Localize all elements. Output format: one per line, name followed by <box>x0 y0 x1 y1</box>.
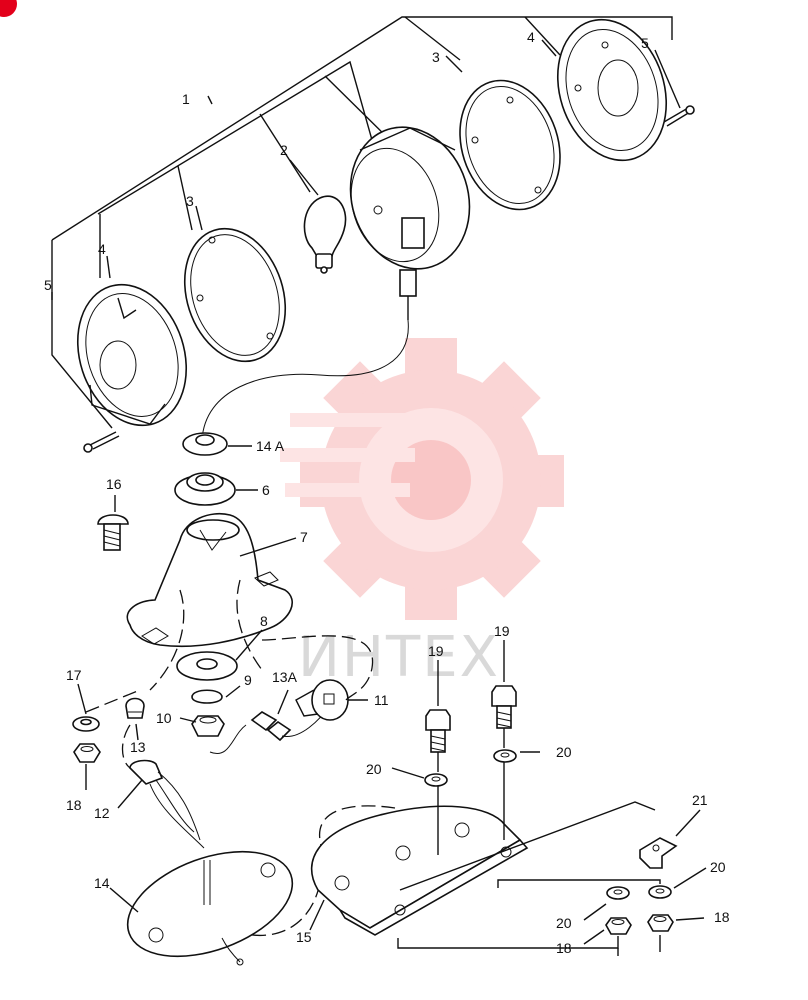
washer-20-a <box>424 773 448 787</box>
callout-18-left: 18 <box>66 797 82 813</box>
gasket-right <box>459 79 561 211</box>
callout-10: 10 <box>156 710 172 726</box>
plate-guide-dashed <box>251 805 396 937</box>
nut-18-right <box>647 914 674 932</box>
callout-9: 9 <box>244 672 252 688</box>
corner-badge <box>0 0 17 17</box>
callout-19-right: 19 <box>494 623 510 639</box>
screw-right <box>663 105 695 127</box>
callout-3-left: 3 <box>186 193 194 209</box>
callout-4-left: 4 <box>98 241 106 257</box>
base-wire-dashed <box>261 635 374 701</box>
callout-17: 17 <box>66 667 82 683</box>
callout-20-d: 20 <box>710 859 726 875</box>
callout-13: 13 <box>130 739 146 755</box>
callout-6: 6 <box>262 482 270 498</box>
callout-4-right: 4 <box>527 29 535 45</box>
callout-5-left: 5 <box>44 277 52 293</box>
callout-16: 16 <box>106 476 122 492</box>
callout-20-a: 20 <box>366 761 382 777</box>
washer-20-b <box>493 749 517 763</box>
callout-18-middle: 18 <box>556 940 572 956</box>
callout-labels: 1 2 3 3 4 4 5 5 6 7 8 9 10 11 12 13 13A … <box>44 29 730 956</box>
carriage-bolt <box>97 514 129 551</box>
clip-21 <box>639 837 678 869</box>
washer-17 <box>72 716 100 732</box>
plug-12 <box>121 724 205 849</box>
washer-20-c <box>606 886 630 900</box>
callout-20-b: 20 <box>556 744 572 760</box>
grommet <box>174 472 236 506</box>
callout-19-left: 19 <box>428 643 444 659</box>
lamp-housing <box>349 126 471 320</box>
rim-right <box>556 18 668 162</box>
cap-13 <box>125 697 145 719</box>
bolt-19-right <box>491 685 517 729</box>
callout-3-right: 3 <box>432 49 440 65</box>
nut-10 <box>191 715 225 737</box>
wire-connector <box>209 704 331 755</box>
callout-14a: 14 A <box>256 438 285 454</box>
mounting-bracket-15 <box>310 805 529 936</box>
lamp-wire <box>201 319 409 441</box>
nut-18-left <box>73 743 101 763</box>
screw-left <box>83 431 120 453</box>
washer-20-d <box>648 885 672 899</box>
bolt-19-left <box>425 709 451 753</box>
watermark-gear-logo: ИНТЕХ <box>280 338 564 690</box>
callout-7: 7 <box>300 529 308 545</box>
fastener-line-left <box>85 689 141 713</box>
gasket-plate-14 <box>126 850 294 966</box>
washer-14a <box>182 432 228 456</box>
callout-12: 12 <box>94 805 110 821</box>
nut-18-middle <box>605 917 632 935</box>
callout-13a: 13A <box>272 669 298 685</box>
callout-11: 11 <box>374 692 389 708</box>
callout-18-right: 18 <box>714 909 730 925</box>
callout-8: 8 <box>260 613 268 629</box>
callout-leaders <box>51 39 707 945</box>
callout-2: 2 <box>280 142 288 158</box>
washer-8 <box>176 651 238 681</box>
callout-20-c: 20 <box>556 915 572 931</box>
bulb <box>303 195 347 274</box>
callout-5-right: 5 <box>641 35 649 51</box>
lock-washer-9 <box>191 689 223 704</box>
rim-left <box>76 283 188 427</box>
gasket-left <box>183 227 287 363</box>
callout-1: 1 <box>182 91 190 107</box>
callout-15: 15 <box>296 929 312 945</box>
callout-21: 21 <box>692 792 708 808</box>
callout-14: 14 <box>94 875 110 891</box>
fastener-center-lines <box>397 728 661 956</box>
lamp-base <box>126 513 293 691</box>
